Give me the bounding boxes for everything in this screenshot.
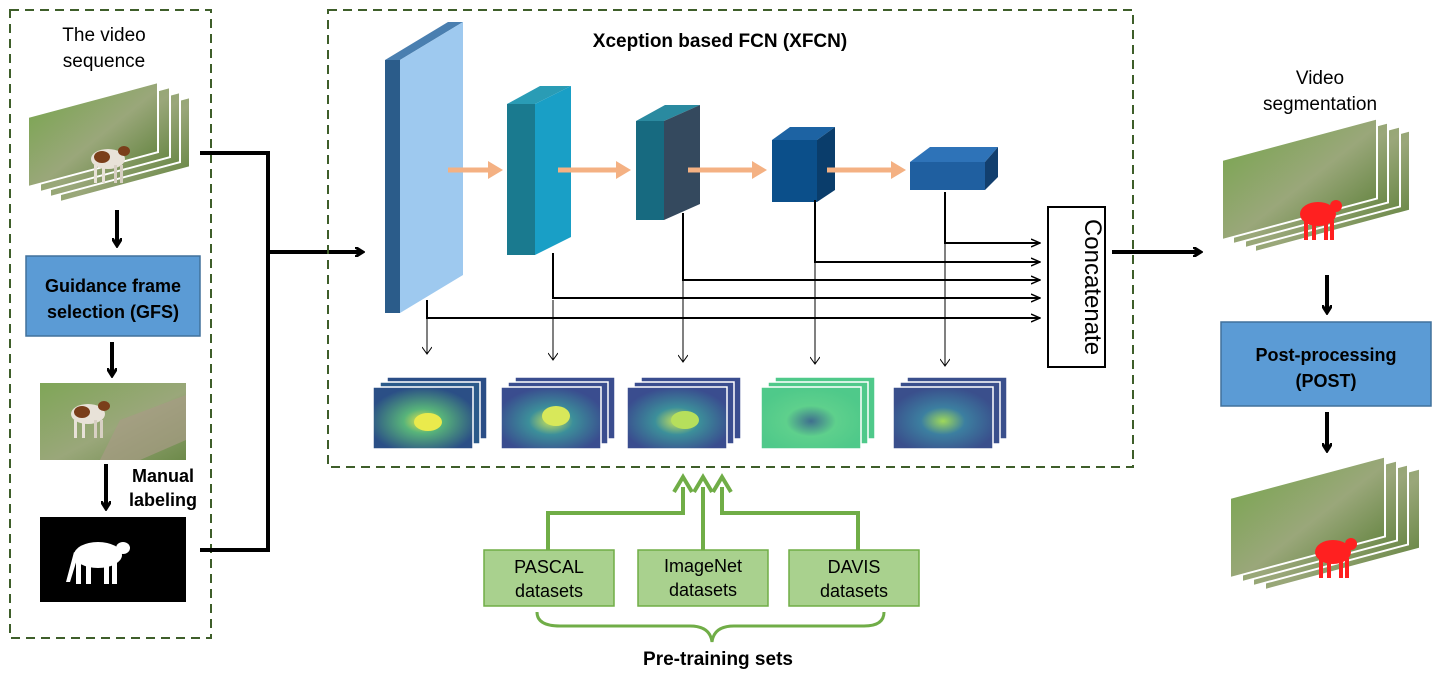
xfcn-layer-4 [772,127,835,202]
layer-arrows [448,161,906,179]
final-result-frames [1229,455,1421,592]
xfcn-title: Xception based FCN (XFCN) [593,31,847,52]
concatenate-box [1047,206,1106,368]
manual-labeling-line1: Manual [132,466,194,486]
pascal-datasets-line2: datasets [515,581,583,601]
davis-datasets-line2: datasets [820,581,888,601]
davis-datasets-box [788,549,920,607]
xfcn-layer-1 [385,22,463,313]
right-panel-title-line1: Video [1296,68,1344,89]
pascal-datasets-box [483,549,615,607]
xfcn-layer-2 [507,86,571,255]
right-panel-title-line2: segmentation [1263,94,1377,115]
guidance-frame-image [40,383,186,460]
connector-frames-to-xfcn [200,151,270,552]
gfs-label-line1: Guidance frame [45,276,181,296]
davis-datasets-line1: DAVIS [828,557,881,577]
gfs-box [25,255,201,337]
pretraining-brace [535,611,886,643]
feature-heatmap-1 [372,376,488,450]
post-processing-box [1220,321,1432,407]
imagenet-datasets-line1: ImageNet [664,556,742,576]
xfcn-layer-5 [910,147,998,190]
feature-heatmap-2 [500,376,616,450]
imagenet-datasets-box [637,549,769,607]
post-processing-line1: Post-processing [1255,345,1396,365]
gfs-label-line2: selection (GFS) [47,302,179,322]
feature-heatmap-3 [626,376,742,450]
left-panel-title-line1: The video [62,25,145,46]
xfcn-panel-border [327,9,1134,468]
concatenate-label: Concatenate [1079,219,1106,355]
video-sequence-frames [27,80,191,204]
pascal-datasets-line1: PASCAL [514,557,584,577]
imagenet-datasets-line2: datasets [669,580,737,600]
manual-mask-image [40,517,186,602]
feature-heatmap-4 [760,376,876,450]
manual-labeling-line2: labeling [129,490,197,510]
xfcn-layer-3 [636,105,700,220]
feature-heatmap-5 [892,376,1008,450]
left-panel-title-line2: sequence [63,51,145,72]
left-panel-border [9,9,212,639]
segmentation-result-frames [1221,117,1411,254]
pretraining-connectors [546,473,860,550]
post-processing-line2: (POST) [1296,371,1357,391]
heatmap-arrows [427,243,945,366]
pretraining-label: Pre-training sets [643,649,793,670]
